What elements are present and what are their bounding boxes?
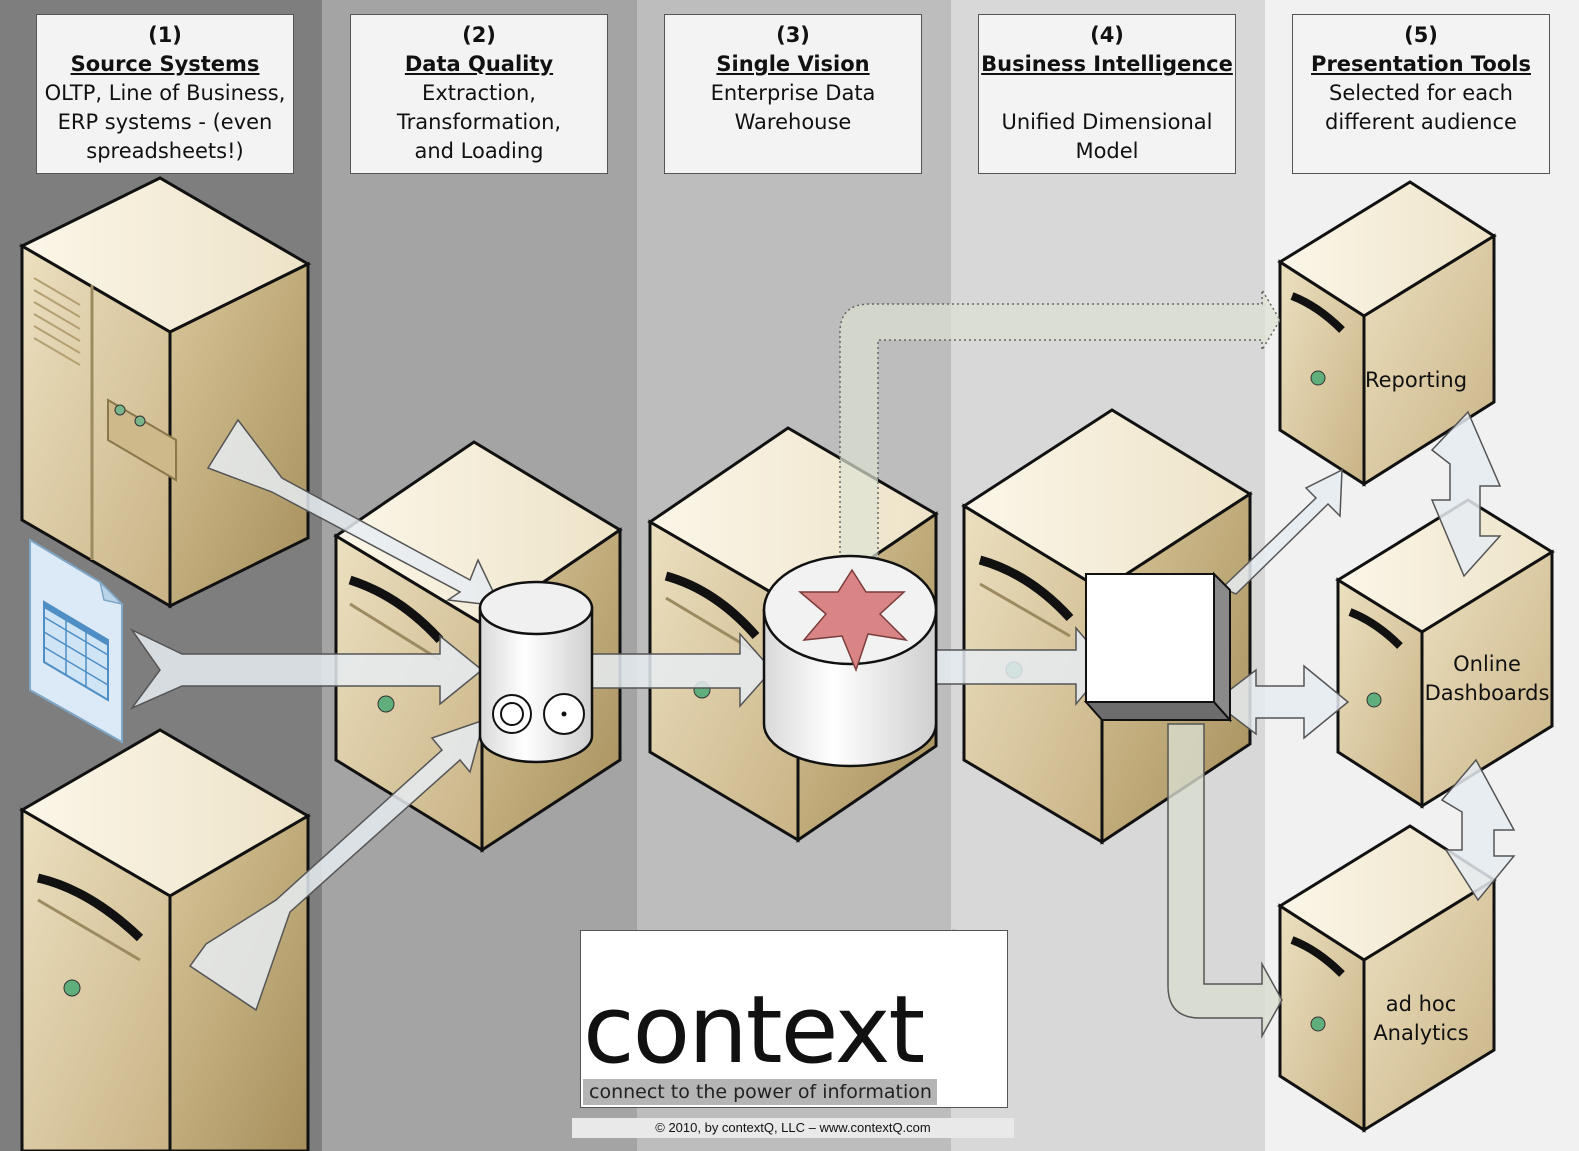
arrow-source-bottom-to-etl xyxy=(188,718,486,1012)
source-server-small-led-icon xyxy=(63,979,81,997)
arrow-bi-to-reporting xyxy=(1220,468,1343,595)
header-presentation-tools: (5) Presentation Tools Selected for each… xyxy=(1292,14,1550,174)
copyright-notice: © 2010, by contextQ, LLC – www.contextQ.… xyxy=(572,1118,1014,1138)
column-title: Source Systems xyxy=(70,52,260,76)
analytics-label: ad hoc Analytics xyxy=(1373,992,1469,1045)
bi-cube xyxy=(1083,571,1233,723)
header-business-intelligence: (4) Business Intelligence Unified Dimens… xyxy=(978,14,1236,174)
flow-arrows xyxy=(129,410,1516,1039)
arrow-etl-to-warehouse xyxy=(589,632,774,708)
etl-cylinder xyxy=(478,580,594,764)
contextq-logo: context connect to the power of informat… xyxy=(580,930,1008,1108)
analytics-server-led-icon xyxy=(1310,1016,1326,1032)
column-description: OLTP, Line of Business, ERP systems - (e… xyxy=(44,81,286,163)
column-description: Extraction, Transformation, and Loading xyxy=(396,81,562,163)
header-source-systems: (1) Source Systems OLTP, Line of Busines… xyxy=(36,14,294,174)
column-description: Selected for each different audience xyxy=(1325,81,1517,134)
source-server-led-1-icon xyxy=(114,404,126,416)
column-title: Single Vision xyxy=(716,52,870,76)
reporting-label: Reporting xyxy=(1364,368,1468,392)
spreadsheet-icon xyxy=(29,538,125,744)
column-number: (4) xyxy=(1090,23,1124,47)
source-server-led-2-icon xyxy=(134,415,146,427)
column-number: (3) xyxy=(776,23,810,47)
column-number: (5) xyxy=(1404,23,1438,47)
dashboards-label: Online Dashboards xyxy=(1424,652,1550,705)
etl-server-led-icon xyxy=(377,695,395,713)
arrow-spreadsheet-to-etl xyxy=(129,628,484,710)
arrow-bi-to-dashboards xyxy=(1212,664,1350,740)
gear-icon xyxy=(492,694,532,734)
column-title: Business Intelligence xyxy=(981,52,1233,76)
warehouse-cylinder xyxy=(762,554,938,768)
arrow-reporting-dashboards xyxy=(1430,410,1502,578)
star-icon xyxy=(797,568,909,673)
logo-wordmark: context xyxy=(583,976,925,1085)
analytics-server xyxy=(1277,824,1497,1133)
logo-tagline: connect to the power of information xyxy=(583,1079,937,1105)
arrow-bi-to-analytics xyxy=(1167,723,1283,1039)
header-data-quality: (2) Data Quality Extraction, Transformat… xyxy=(350,14,608,174)
dashboards-server-led-icon xyxy=(1366,692,1382,708)
arrow-source-top-to-etl xyxy=(206,418,502,607)
arrow-warehouse-to-reporting-dotted xyxy=(839,287,1281,569)
column-title: Presentation Tools xyxy=(1311,52,1531,76)
column-description: Enterprise Data Warehouse xyxy=(710,81,876,134)
column-description: Unified Dimensional Model xyxy=(1001,110,1213,163)
header-single-vision: (3) Single Vision Enterprise Data Wareho… xyxy=(664,14,922,174)
dashboards-server xyxy=(1335,498,1555,809)
column-number: (2) xyxy=(462,23,496,47)
column-number: (1) xyxy=(148,23,182,47)
reporting-server-led-icon xyxy=(1310,370,1326,386)
source-server-large xyxy=(18,176,312,609)
column-title: Data Quality xyxy=(404,52,554,76)
arrow-dashboards-analytics xyxy=(1440,758,1516,902)
